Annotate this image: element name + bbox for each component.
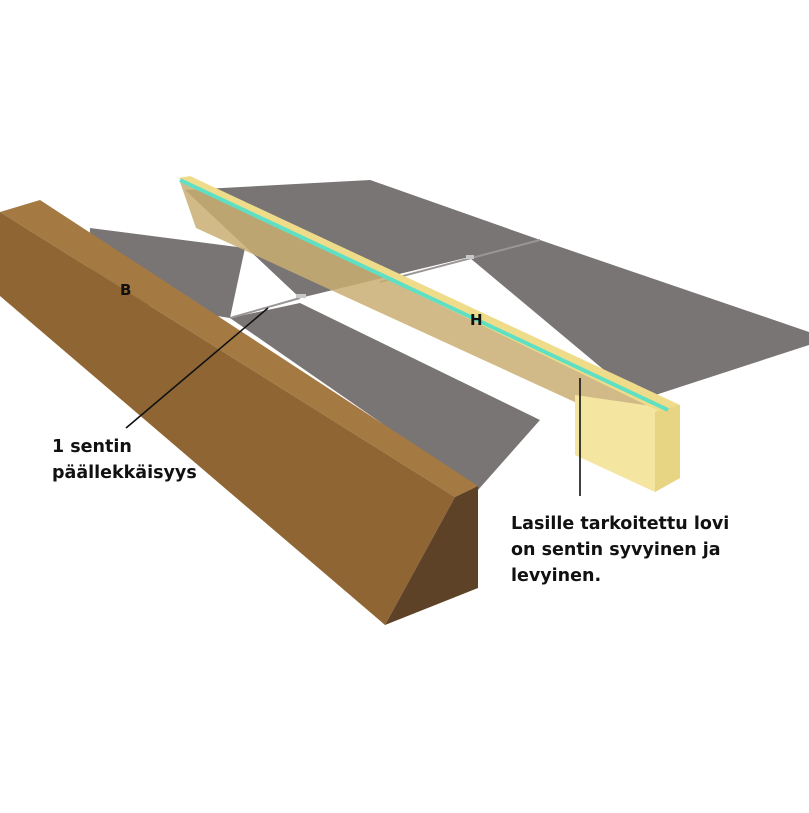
overlap-marker: [296, 294, 306, 298]
beam-h-transparent-face: [180, 182, 665, 432]
notch-callout-line-2: on sentin syvyinen ja: [511, 540, 721, 560]
glass-edge-line: [179, 178, 669, 412]
panel-seam-lower: [229, 297, 301, 319]
overlap-callout-line-1: 1 sentin: [52, 437, 132, 457]
beam-b-end: [385, 486, 478, 625]
overlap-marker-upper: [466, 255, 474, 259]
overlap-callout-line-2: päällekkäisyys: [52, 463, 197, 483]
glass-panel-upper-right: [370, 180, 809, 400]
beam-h-label: H: [470, 311, 483, 329]
beam-b-label: B: [120, 281, 132, 299]
beam-b-side: [0, 212, 455, 625]
notch-callout-line-1: Lasille tarkoitettu lovi: [511, 514, 730, 534]
overlap-leader-line: [125, 307, 269, 429]
panel-seam-upper: [379, 239, 541, 283]
glass-panel-lower-right: [230, 303, 540, 490]
notch-callout: Lasille tarkoitettu lovi on sentin syvyi…: [511, 511, 729, 589]
beam-h-end: [655, 405, 680, 492]
notch-callout-line-3: levyinen.: [511, 566, 602, 586]
beam-h-front-face: [575, 395, 680, 492]
beam-b-top: [0, 200, 478, 497]
overlap-callout: 1 sentin päällekkäisyys: [52, 434, 197, 486]
